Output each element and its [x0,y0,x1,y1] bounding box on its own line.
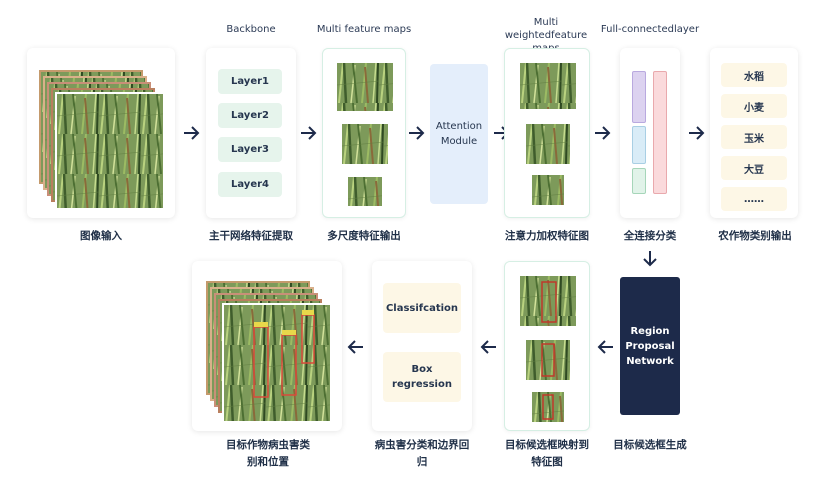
crop-output-card: 水稻 小麦 玉米 大豆 …… [710,48,798,218]
crop-rice: 水稻 [721,63,787,87]
layer-1-box: Layer1 [218,69,282,94]
fc-classify-caption: 全连接分类 [623,230,677,242]
arrow-down-icon [643,251,657,267]
fc-neuron-green [632,168,646,194]
weighted-map-large [520,63,576,109]
output-image [222,303,332,423]
crop-more: …… [721,187,787,211]
weighted-map-medium [526,124,570,164]
arrow-right-icon [595,126,611,140]
image-input-card [27,48,175,218]
rpn-caption: 目标候选框生成 [613,439,687,451]
attention-weighted-caption: 注意力加权特征图 [505,230,589,242]
feature-map-large [337,63,393,111]
fc-neuron-pink [653,71,667,194]
arrow-left-icon [480,340,496,354]
fc-layer-card [620,48,680,218]
crop-soybean: 大豆 [721,156,787,180]
crop-wheat: 小麦 [721,94,787,118]
rpn-box: Region Proposal Network [620,277,680,415]
layer-4-box: Layer4 [218,172,282,197]
roi-map-medium [526,340,570,380]
fc-neuron-purple [632,71,646,123]
arrow-left-icon [597,340,613,354]
final-output-caption: 目标作物病虫害类别和位置 [226,439,310,468]
arrow-right-icon [184,126,200,140]
input-image [55,92,165,210]
roi-map-large [520,276,576,326]
multi-feature-maps-card [322,48,406,218]
image-input-caption: 图像输入 [80,230,122,242]
roi-map-small [532,392,564,422]
fc-layer-label: Full-connectedlayer [600,24,700,35]
backbone-card: Layer1 Layer2 Layer3 Layer4 [206,48,296,218]
final-output-card [192,261,342,431]
heads-card: Classifcation Box regression [372,261,472,431]
feature-map-medium [342,124,388,164]
heads-caption: 病虫害分类和边界回归 [374,439,470,468]
backbone-label: Backbone [226,24,276,35]
crop-corn: 玉米 [721,125,787,149]
arrow-left-icon [347,340,363,354]
fc-neuron-blue [632,126,646,164]
multiscale-caption: 多尺度特征输出 [327,230,401,242]
classification-box: Classifcation [383,283,461,333]
box-regression-box: Box regression [383,352,461,402]
arrow-right-icon [689,126,705,140]
roi-feature-maps-card [504,261,590,431]
roi-map-caption: 目标候选框映射到特征图 [505,439,589,468]
layer-2-box: Layer2 [218,103,282,128]
multi-feature-maps-label: Multi feature maps [316,24,412,35]
weighted-map-small [532,175,564,205]
layer-3-box: Layer3 [218,137,282,162]
arrow-right-icon [301,126,317,140]
arrow-right-icon [409,126,425,140]
feature-map-small [348,177,382,206]
weighted-feature-maps-card [504,48,590,218]
backbone-caption: 主干网络特征提取 [209,230,293,242]
crop-class-output-caption: 农作物类别输出 [718,230,792,242]
attention-module-box: Attention Module [430,64,488,204]
